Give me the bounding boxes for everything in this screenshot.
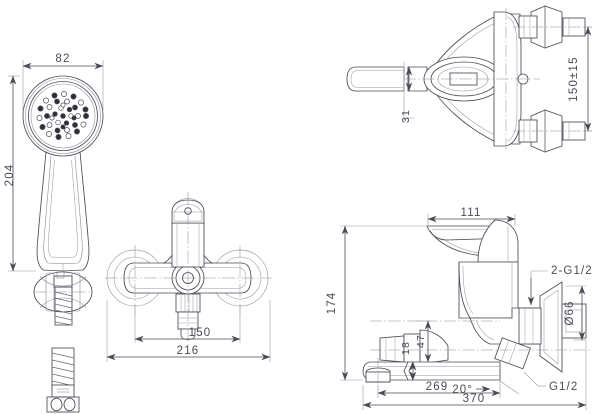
spout-outlet-line2: [508, 342, 517, 364]
dim-label-18: 18: [400, 341, 412, 355]
side-inlet-nut: [518, 307, 542, 345]
hose-stub: [54, 286, 73, 326]
side-spout-outlet-20deg: [494, 337, 532, 370]
dim-label-269: 269: [426, 381, 449, 393]
trunk-left-profile: [458, 261, 471, 319]
shower-handle-grip: [48, 159, 78, 258]
mixer-top-centerlines: [404, 8, 592, 150]
shower-handle-outline: [36, 151, 90, 272]
mixer-front-centerlines: [105, 192, 272, 345]
thread-label-g12: G1/2: [549, 381, 578, 393]
dim-label-150: 150: [189, 327, 212, 339]
connector-top-curve: [39, 276, 87, 287]
g12-leader: [523, 371, 539, 387]
spout-outlet-line1: [501, 340, 510, 361]
hand-shower-view: [8, 60, 104, 413]
hose-end-collar: [51, 384, 75, 398]
mixer-crossbar-inner: [128, 267, 247, 289]
hose-end-fitting: [46, 396, 80, 413]
thread-label-2-g12: 2-G1/2: [551, 265, 593, 277]
angle-leader: [499, 380, 520, 395]
shower-handle-inner: [43, 155, 83, 265]
spray-nozzles: [36, 91, 89, 140]
top-lever-arm-inner: [350, 70, 405, 88]
angle-label-20deg: 20°: [452, 384, 473, 396]
side-valve-trunk: [458, 261, 519, 319]
flange-inner-cone: [543, 289, 559, 365]
shower-head-face-inner: [30, 83, 96, 149]
dim-label-31: 31: [400, 109, 412, 123]
side-wall-flange: [539, 281, 563, 373]
connector-bottom-curve: [39, 297, 87, 308]
dim-label-370: 370: [463, 393, 486, 405]
outlet-knurl: [180, 294, 198, 312]
top-lever-arm: [346, 66, 405, 92]
dim-label-174: 174: [326, 292, 338, 315]
hand-shower-ext-lines: [8, 60, 104, 272]
dim-label-47: 47: [415, 334, 427, 348]
shower-head-face-ring: [28, 81, 98, 151]
dim-label-216: 216: [177, 345, 200, 357]
hose-end-bore-right: [63, 397, 76, 412]
dim-label-204: 204: [4, 164, 16, 187]
dim-label-82: 82: [55, 53, 70, 65]
hose-end-bore-left: [50, 397, 63, 412]
dim-label-111: 111: [460, 207, 481, 219]
block-inner: [475, 319, 495, 341]
dim-label-dia66: Ø66: [564, 300, 576, 325]
side-nut-facets: [524, 308, 534, 344]
hose-stub-coils: [54, 291, 73, 326]
mixer-side-view: [340, 214, 592, 410]
connector-key: [56, 271, 65, 279]
dim150pm-ext: [585, 26, 592, 132]
shower-head-outer-rim: [22, 75, 104, 157]
shower-head-rim-inner: [25, 78, 101, 154]
spout-break-symbol-a: [403, 361, 409, 381]
dim-label-150pm15: 150±15: [568, 56, 580, 102]
lever-head-inner: [173, 204, 203, 222]
mixer-side-centerlines: [370, 320, 592, 351]
geometry-layer: [8, 5, 592, 413]
mixer-front-view: [105, 192, 272, 362]
mixer-top-view: [346, 5, 592, 153]
trunk-left-inner: [462, 265, 474, 315]
